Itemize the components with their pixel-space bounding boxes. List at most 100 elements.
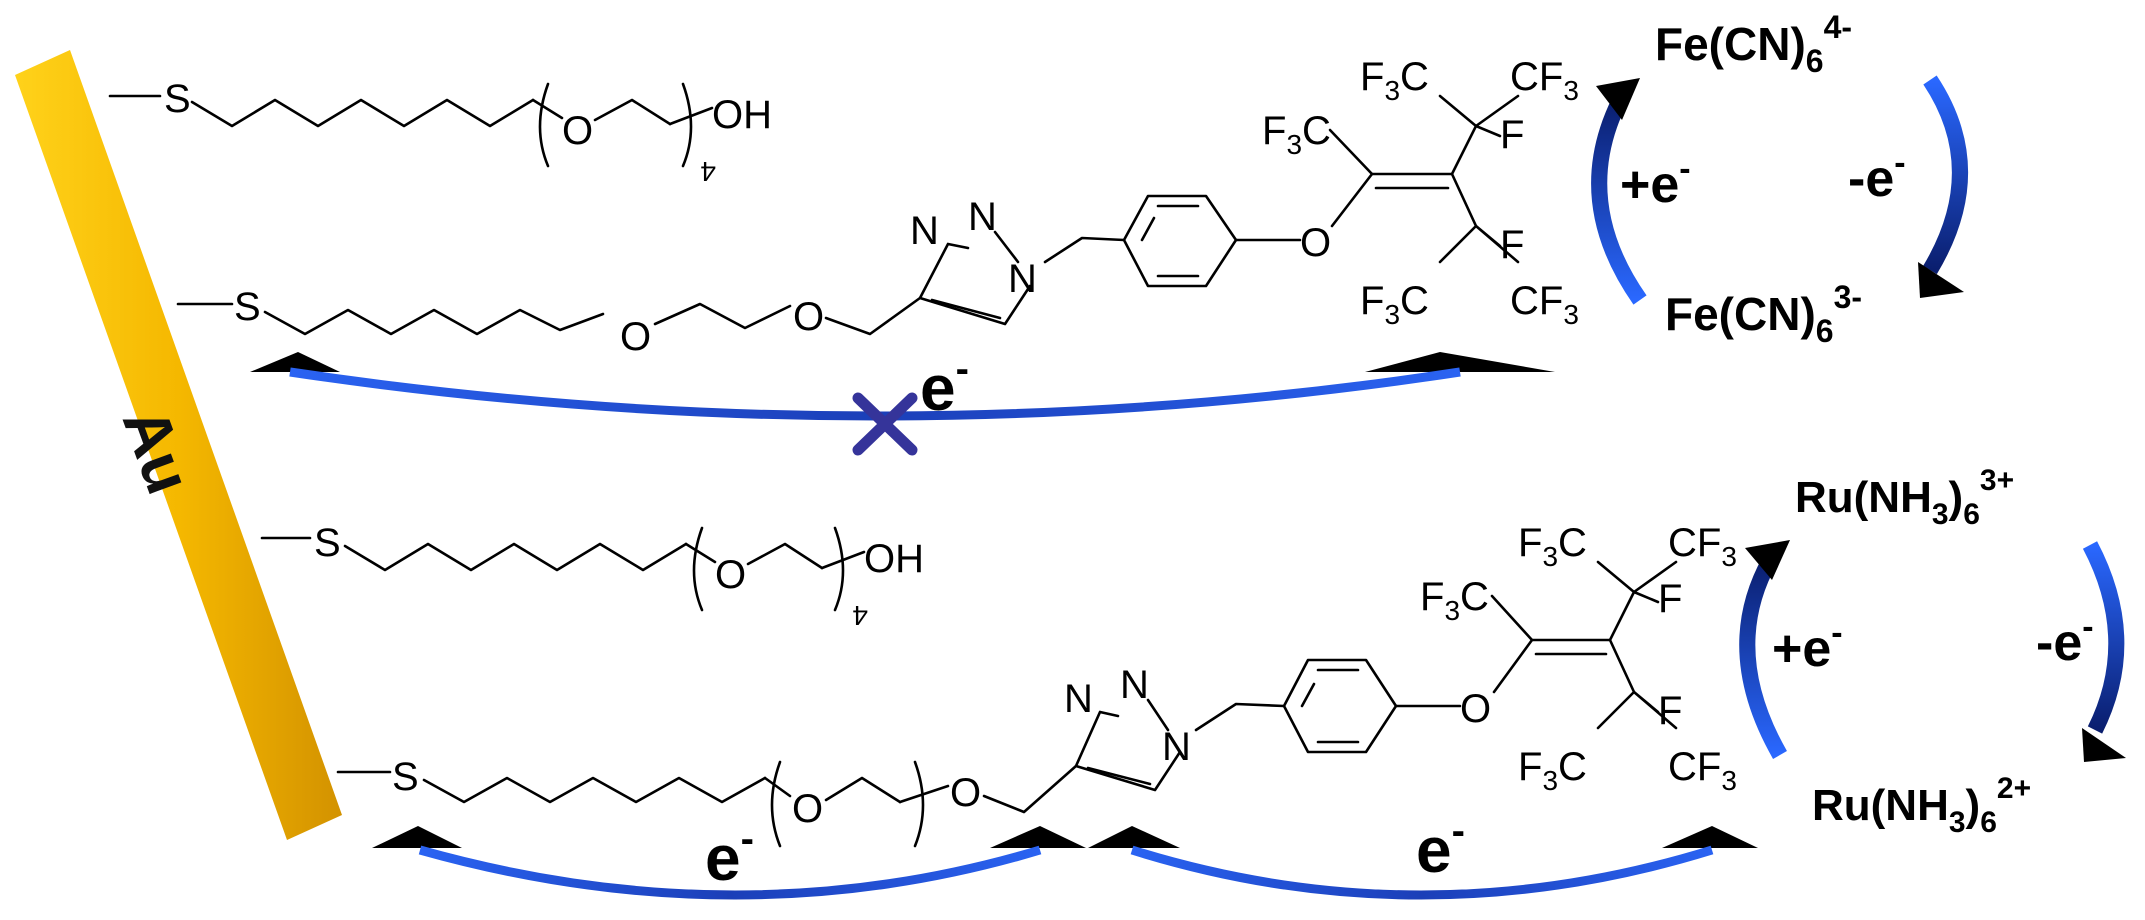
- top-chain1-s: S: [164, 77, 191, 121]
- svg-text:Ru(NH3)63+: Ru(NH3)63+: [1795, 464, 2014, 531]
- ru-red-label: Ru(NH: [1812, 781, 1949, 830]
- bottom-electron-path-right: [1130, 845, 1714, 900]
- top-cf3-c-sub: 3: [1563, 299, 1579, 330]
- bottom-chain1-o: O: [715, 553, 746, 597]
- svg-text:-e-: -e-: [2036, 608, 2094, 672]
- gold-electrode: Au: [15, 50, 342, 840]
- bottom-triazole-n1: N: [1064, 677, 1093, 721]
- svg-text:F3C: F3C: [1360, 55, 1429, 106]
- top-cf3-a-sub: 3: [1563, 75, 1579, 106]
- svg-text:Fe(CN)64-: Fe(CN)64-: [1655, 9, 1852, 79]
- fe-plus-e: +e: [1620, 156, 1679, 214]
- fe-oxidation-arrowhead: [1918, 262, 1964, 298]
- bottom-chain1-s: S: [314, 521, 341, 565]
- fe-oxidation-arrow: [1923, 75, 1968, 275]
- svg-text:CF3: CF3: [1510, 55, 1579, 106]
- ru-ox-sub: 6: [1963, 498, 1980, 531]
- fe-ox-label: Fe(CN): [1655, 18, 1806, 70]
- top-f3c-b-c: C: [1302, 109, 1331, 153]
- top-f-b: F: [1500, 223, 1524, 267]
- top-chain1-oh: OH: [712, 93, 772, 137]
- top-triazole-n1: N: [910, 209, 939, 253]
- ru-minus-e-sup: -: [2082, 608, 2093, 646]
- ru-red-sup: 2+: [1997, 772, 2031, 805]
- svg-text:CF3: CF3: [1668, 521, 1737, 572]
- top-f3c-c-f: F: [1360, 279, 1384, 323]
- fe-plus-e-sup: -: [1679, 150, 1690, 188]
- top-f3c-a-c: C: [1400, 55, 1429, 99]
- svg-text:+e-: +e-: [1772, 614, 1843, 678]
- bottom-cf3-c-sub: 3: [1721, 765, 1737, 796]
- top-f3c-b-f: F: [1262, 109, 1286, 153]
- bottom-electron-right: e: [1416, 814, 1452, 886]
- bottom-chain1-oh: OH: [864, 537, 924, 581]
- bottom-panel: S O OH 4 S O O N: [260, 464, 2126, 900]
- top-cf3-c: CF: [1510, 279, 1563, 323]
- bottom-arc2-right-arrowhead: [1662, 826, 1758, 848]
- ru-minus-e: -e: [2036, 614, 2082, 672]
- fe-red-sub: 6: [1816, 313, 1834, 349]
- fe-red-label: Fe(CN): [1665, 288, 1816, 340]
- ru-reduction-arrow: [1739, 556, 1787, 759]
- bottom-triazole-n3: N: [1162, 725, 1191, 769]
- ru-ox-sup: 3+: [1980, 464, 2014, 497]
- ru-oxidation-arrowhead: [2082, 728, 2126, 762]
- fe-reduction-arrow: [1591, 96, 1647, 305]
- bottom-f3c-a-f: F: [1518, 521, 1542, 565]
- bottom-f3c-b-f: F: [1420, 575, 1444, 619]
- bottom-f3c-a-sub: 3: [1542, 541, 1558, 572]
- svg-text:Fe(CN)63-: Fe(CN)63-: [1665, 279, 1862, 349]
- bottom-cf3-c: CF: [1668, 745, 1721, 789]
- top-electron-sup: -: [956, 347, 969, 391]
- top-chain1-repeat: 4: [700, 156, 716, 187]
- fe-minus-e-sup: -: [1894, 144, 1905, 182]
- svg-text:CF3: CF3: [1510, 279, 1579, 330]
- bottom-f3c-a-c: C: [1558, 521, 1587, 565]
- top-chain2-o2: O: [793, 295, 824, 339]
- top-fluoro-labels: F3C CF3 F F3C F F3C CF3: [1262, 55, 1579, 330]
- svg-text:F3C: F3C: [1360, 279, 1429, 330]
- svg-text:F3C: F3C: [1262, 109, 1331, 160]
- bottom-cf3-a: CF: [1668, 521, 1721, 565]
- blocked-x-icon: [852, 392, 918, 456]
- svg-text:CF3: CF3: [1668, 745, 1737, 796]
- bottom-arc1-left-arrowhead: [372, 826, 462, 848]
- ru-plus-e: +e: [1772, 620, 1831, 678]
- svg-text:F3C: F3C: [1420, 575, 1489, 626]
- bottom-f3c-c-f: F: [1518, 745, 1542, 789]
- top-triazole-n3: N: [1008, 257, 1037, 301]
- ru-oxidation-arrow: [2082, 541, 2125, 734]
- fe-reduction-arrowhead: [1596, 78, 1640, 120]
- top-f3c-a-f: F: [1360, 55, 1384, 99]
- electrode-bar: [15, 50, 342, 840]
- ru-red-mid: ): [1966, 781, 1981, 830]
- ru-red-sub1: 3: [1949, 806, 1966, 839]
- top-aryl-o: O: [1300, 221, 1331, 265]
- top-f-a: F: [1500, 113, 1524, 157]
- top-chain-peg-oh: S O OH 4: [108, 77, 772, 187]
- ru-ox-mid: ): [1949, 473, 1964, 522]
- bottom-redox-cycle: Ru(NH3)63+ Ru(NH3)62+ +e- -e-: [1739, 464, 2126, 839]
- top-electron-arc-blocked: e-: [250, 347, 1555, 456]
- ru-plus-e-sup: -: [1831, 614, 1842, 652]
- top-cf3-a: CF: [1510, 55, 1563, 99]
- bottom-electron-left: e: [705, 822, 741, 894]
- bottom-f3c-b-sub: 3: [1444, 595, 1460, 626]
- top-chain2-s: S: [234, 285, 261, 329]
- bottom-chain2-s: S: [392, 755, 419, 799]
- top-panel: S O OH 4 S O O N N N: [108, 9, 1968, 456]
- top-chain2-o1: O: [620, 315, 651, 359]
- top-redox-cycle: Fe(CN)64- Fe(CN)63- +e- -e-: [1591, 9, 1968, 349]
- top-f3c-b-sub: 3: [1286, 129, 1302, 160]
- bottom-electron-right-sup: -: [1452, 809, 1465, 853]
- bottom-electron-path-left: [418, 845, 1042, 900]
- bottom-arc2-left-arrowhead: [1088, 826, 1180, 848]
- svg-text:e-: e-: [920, 347, 969, 424]
- bottom-electron-left-sup: -: [741, 817, 754, 861]
- svg-text:e-: e-: [1416, 809, 1465, 886]
- fe-minus-e: -e: [1848, 150, 1894, 208]
- top-arc-right-arrowhead: [1365, 352, 1555, 372]
- ru-ox-label: Ru(NH: [1795, 473, 1932, 522]
